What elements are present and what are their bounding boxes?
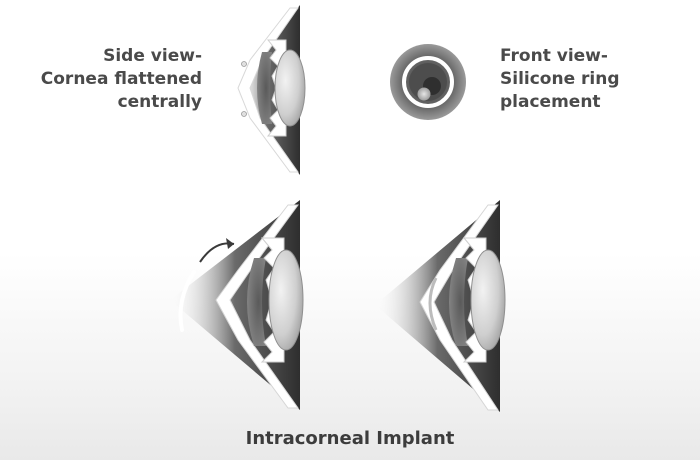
- front-view-label-line2: Silicone ring: [500, 68, 620, 91]
- implant-placed-eye: [375, 200, 505, 412]
- side-view-label-line1: Side view-: [41, 45, 202, 68]
- side-view-lens: [275, 50, 305, 126]
- side-view-label: Side view- Cornea flattened centrally: [41, 45, 202, 114]
- implant-insertion-eye: [170, 200, 303, 410]
- side-view-label-line2: Cornea flattened: [41, 68, 202, 91]
- placed-lens: [471, 250, 505, 350]
- insertion-lens: [269, 250, 303, 350]
- side-view-ring-dot-bottom: [242, 112, 247, 117]
- front-view-label: Front view- Silicone ring placement: [500, 45, 620, 114]
- side-view-label-line3: centrally: [41, 91, 202, 114]
- figure-caption: Intracorneal Implant: [0, 428, 700, 449]
- front-view-eye: [390, 44, 466, 120]
- front-view-label-line1: Front view-: [500, 45, 620, 68]
- insertion-arrow-head: [226, 238, 234, 249]
- front-view-label-line3: placement: [500, 91, 620, 114]
- front-view-pupil-highlight: [418, 88, 431, 101]
- side-view-ring-dot-top: [242, 62, 247, 67]
- side-view-eye: [235, 5, 305, 175]
